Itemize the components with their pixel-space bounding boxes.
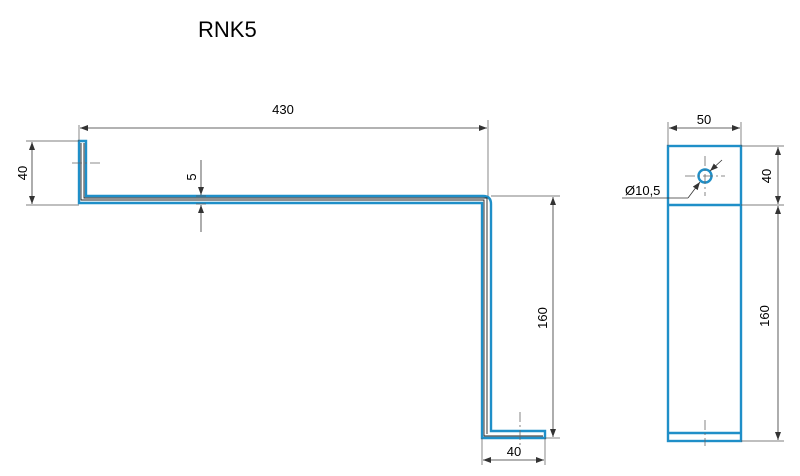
dim-430-label: 430 <box>272 102 294 117</box>
dim-50-label: 50 <box>697 112 711 127</box>
drawing-title: RNK5 <box>198 17 257 42</box>
dim-160-side-label: 160 <box>535 307 550 329</box>
hole-leader-opposite <box>709 159 723 172</box>
front-view-plate-outline <box>666 144 743 443</box>
side-view-inner-line-2 <box>83 143 488 434</box>
hole-leader-diagonal <box>687 181 701 199</box>
dim-5-label: 5 <box>184 173 199 180</box>
side-view-bracket-outline <box>77 139 547 440</box>
front-view: Ø10,5 50 40 160 <box>622 112 784 446</box>
hole-diameter-label: Ø10,5 <box>625 183 660 198</box>
dim-40-left-label: 40 <box>15 166 30 180</box>
dim-40-bottom-label: 40 <box>507 444 521 459</box>
side-view: 430 40 5 160 40 <box>15 102 560 465</box>
dim-160-right-label: 160 <box>757 305 772 327</box>
side-view-inner-line <box>80 143 543 437</box>
dim-40-right-label: 40 <box>759 169 774 183</box>
